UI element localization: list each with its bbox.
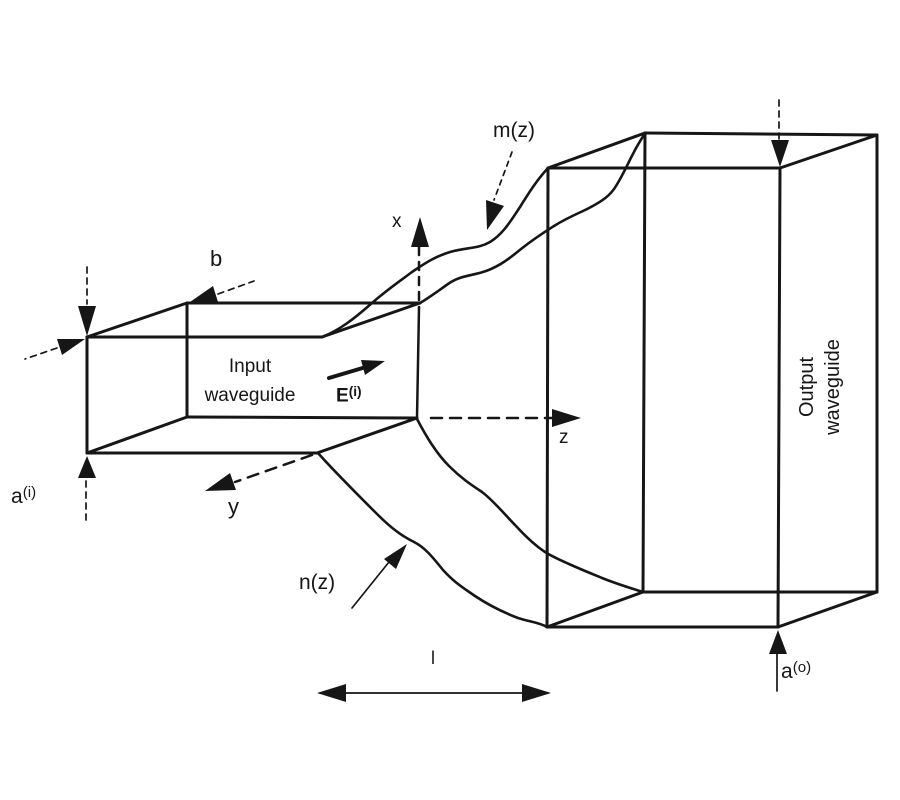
b-dimension [24, 280, 255, 360]
a-input-top-arrowhead [78, 306, 96, 336]
b-lower-leader [24, 347, 58, 360]
input-waveguide-line2: waveguide [204, 385, 296, 407]
a-input-dimension [78, 266, 96, 522]
n-label-arrowhead [384, 544, 407, 569]
m-label-leader [493, 151, 513, 201]
input-bottom-right-slant [315, 416, 419, 455]
x-axis-label: x [392, 211, 402, 232]
output-waveguide-label: Output waveguide [794, 300, 846, 474]
a-input-base: a [11, 485, 23, 508]
output-back-left-edge [641, 131, 647, 594]
output-top-right-slant [778, 133, 879, 170]
e-field-arrow-shaft [327, 365, 368, 380]
output-front-left-edge [545, 166, 550, 629]
output-bottom-right-slant [776, 590, 879, 629]
input-top-right-slant [320, 301, 422, 339]
a-output-label: a(o) [781, 657, 811, 684]
annotation-leaders [327, 151, 513, 609]
length-label: l [431, 648, 435, 668]
output-waveguide-line2: waveguide [822, 339, 844, 435]
input-waveguide-box [85, 301, 422, 455]
length-dimension [317, 684, 551, 702]
n-taper-front-curve [316, 451, 549, 629]
a-output-base: a [781, 660, 793, 683]
output-top-left-slant [546, 131, 647, 170]
y-axis-dashed-line [233, 453, 314, 484]
z-axis-arrowhead [552, 409, 581, 427]
output-front-right-edge [776, 166, 782, 629]
n-label-leader [351, 561, 390, 609]
length-right-arrowhead [522, 684, 551, 702]
x-axis-solid-line [415, 306, 421, 420]
output-top-back-edge [643, 131, 879, 137]
x-axis-arrowhead [411, 217, 429, 247]
input-waveguide-label: Input waveguide [175, 352, 325, 411]
a-output-top-arrowhead [771, 140, 789, 167]
y-axis-label: y [228, 494, 239, 519]
m-label-arrowhead [486, 200, 504, 230]
z-axis-label: z [559, 427, 569, 448]
a-output-bottom-arrowhead [769, 630, 787, 654]
input-bottom-left-slant [85, 415, 189, 455]
a-input-bottom-arrowhead [78, 456, 96, 478]
m-taper-front-curve [320, 166, 550, 339]
m-z-label: m(z) [493, 119, 535, 142]
m-taper-back-curve [418, 131, 647, 305]
input-waveguide-line1: Input [228, 356, 272, 377]
n-taper-back-curve [415, 417, 645, 594]
a-output-dimension [769, 99, 789, 692]
a-input-sup: (i) [22, 484, 37, 501]
b-upper-arrowhead [190, 286, 218, 302]
input-top-left-slant [85, 301, 189, 339]
b-upper-leader [217, 280, 255, 295]
y-axis-arrowhead [205, 473, 236, 491]
b-label: b [210, 246, 223, 271]
output-waveguide-line1: Output [796, 356, 818, 418]
b-lower-arrowhead [57, 339, 85, 355]
a-output-sup: (o) [792, 659, 812, 676]
a-input-label: a(i) [11, 482, 36, 509]
n-z-label: n(z) [299, 571, 336, 594]
length-left-arrowhead [317, 684, 346, 702]
e-field-label: E(i) [336, 382, 362, 407]
e-field-base: E [336, 385, 349, 407]
coordinate-axes [205, 217, 581, 491]
output-bottom-left-slant [545, 590, 645, 629]
input-back-bottom-edge [185, 415, 419, 420]
e-field-sup: (i) [348, 384, 362, 399]
e-field-arrowhead [361, 360, 385, 375]
taper-curves [316, 131, 647, 629]
output-waveguide-box [545, 131, 879, 629]
